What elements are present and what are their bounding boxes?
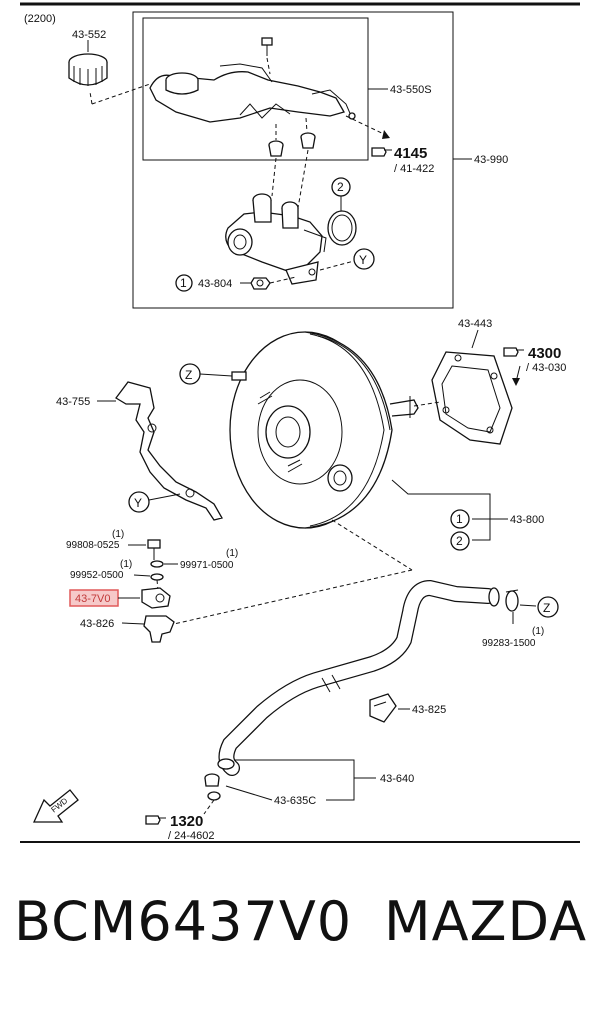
label-43-755: 43-755 xyxy=(56,396,90,408)
marker-1-800: 1 xyxy=(456,512,463,526)
marker-2-800: 2 xyxy=(456,534,463,548)
ref-41-422[interactable]: / 41-422 xyxy=(394,163,434,175)
label-43-550S: 43-550S xyxy=(390,84,432,96)
marker-y-top: Y xyxy=(359,253,367,267)
label-43-7V0[interactable]: 43-7V0 xyxy=(75,593,110,605)
label-43-990: 43-990 xyxy=(474,154,508,166)
ref-4145[interactable]: 4145 xyxy=(394,145,427,162)
part-number: BCM6437V0 xyxy=(14,890,353,953)
brand-name: MAZDA xyxy=(384,890,588,953)
hand-pointer-icon-3 xyxy=(145,815,166,825)
reservoir-grommets[interactable] xyxy=(268,132,316,157)
ref-4300[interactable]: 4300 xyxy=(528,345,561,362)
hand-pointer-icon xyxy=(371,147,392,157)
group-code: (2200) xyxy=(24,13,56,25)
label-43-552: 43-552 xyxy=(72,29,106,41)
label-43-640: 43-640 xyxy=(380,773,414,785)
label-43-826: 43-826 xyxy=(80,618,114,630)
clip-43-825[interactable] xyxy=(369,693,397,723)
qty-99971: (1) xyxy=(226,548,238,559)
marker-z-booster: Z xyxy=(185,368,192,382)
master-cylinder-outer-box xyxy=(132,11,454,309)
hand-pointer-icon-2 xyxy=(503,347,524,357)
bolt-99808-0525[interactable] xyxy=(147,539,161,560)
o-ring[interactable] xyxy=(327,210,357,246)
reservoir-tank[interactable] xyxy=(149,63,356,123)
qty-99952: (1) xyxy=(120,559,132,570)
parts-diagram: (2200) 43-552 43-550S 4145 / 41-422 43- xyxy=(20,2,580,843)
marker-z-hose: Z xyxy=(543,601,550,615)
master-cylinder[interactable] xyxy=(225,193,327,285)
marker-2-top: 2 xyxy=(337,180,344,194)
label-43-825: 43-825 xyxy=(412,704,446,716)
washer-99971[interactable] xyxy=(150,560,164,568)
booster-stud[interactable] xyxy=(231,371,247,381)
label-43-635C: 43-635C xyxy=(274,795,316,807)
marker-1-nut: 1 xyxy=(180,276,187,290)
bracket-43-755[interactable] xyxy=(115,381,223,521)
booster-gasket[interactable] xyxy=(431,351,513,445)
reservoir-bolt[interactable] xyxy=(261,37,273,56)
connector-43-635C[interactable] xyxy=(204,773,221,801)
footer: BCM6437V0 MAZDA xyxy=(0,890,600,980)
label-99952-0500: 99952-0500 xyxy=(70,570,124,581)
washer-99952[interactable] xyxy=(150,573,164,581)
ref-1320[interactable]: 1320 xyxy=(170,813,203,830)
sensor-43-7V0[interactable] xyxy=(141,587,171,609)
ref-24-4602[interactable]: / 24-4602 xyxy=(168,830,214,842)
ref-43-030[interactable]: / 43-030 xyxy=(526,362,566,374)
label-99808-0525: 99808-0525 xyxy=(66,540,120,551)
nut-43-804[interactable] xyxy=(250,277,271,290)
marker-y-bracket: Y xyxy=(134,496,142,510)
forward-arrow-icon: FWD xyxy=(32,789,79,823)
qty-99283: (1) xyxy=(532,626,544,637)
valve-43-826[interactable] xyxy=(143,615,175,643)
label-99283-1500: 99283-1500 xyxy=(482,638,536,649)
label-43-443: 43-443 xyxy=(458,318,492,330)
label-99971-0500: 99971-0500 xyxy=(180,560,234,571)
label-43-800: 43-800 xyxy=(510,514,544,526)
vacuum-hose-43-640[interactable] xyxy=(217,579,500,776)
qty-99808: (1) xyxy=(112,529,124,540)
label-43-804: 43-804 xyxy=(198,278,232,290)
hose-clamp-99283[interactable] xyxy=(505,589,519,612)
brake-booster[interactable] xyxy=(229,331,419,529)
reservoir-cap[interactable] xyxy=(68,53,108,86)
